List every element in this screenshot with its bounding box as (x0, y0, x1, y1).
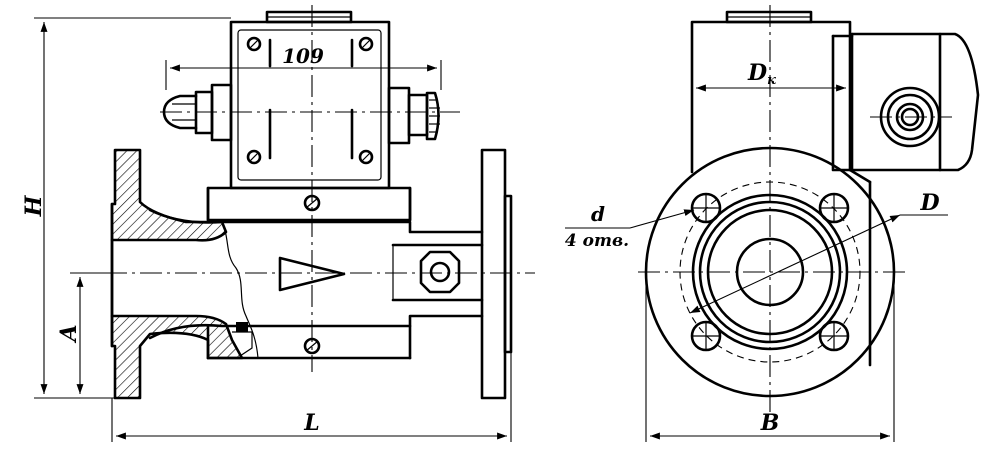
dimension-109 (165, 60, 442, 90)
dimension-label-big-d: D (919, 190, 939, 216)
dimension-d-diameter (689, 214, 948, 314)
dimension-label-l: L (303, 410, 319, 436)
dimension-label-109: 109 (282, 44, 324, 68)
left-flange-section (110, 148, 244, 400)
side-junction-box (690, 10, 872, 184)
side-connector (831, 32, 980, 172)
dimension-l (111, 352, 512, 442)
dimension-a (72, 272, 112, 394)
bolt-hole-icon (818, 320, 850, 352)
screw-icon (358, 36, 374, 52)
holes-count-label: 4 отв. (565, 231, 629, 251)
side-view: Dк D d 4 отв. B (565, 5, 980, 442)
screw-icon (246, 149, 262, 165)
screw-icon (358, 149, 374, 165)
hole-leader (565, 209, 695, 229)
dimension-label-dk: Dк (747, 60, 776, 88)
front-view: H A L 109 (21, 5, 535, 442)
dimension-b (645, 272, 895, 442)
upper-body (206, 186, 412, 222)
gasket-detail (232, 322, 253, 357)
right-cable-gland (387, 86, 440, 145)
section-break-line (221, 221, 259, 359)
bolt-hole-icon (690, 192, 722, 224)
right-flange (480, 148, 513, 400)
dimension-label-b: B (760, 410, 780, 436)
dimension-label-h: H (21, 194, 47, 217)
plug-nut-icon (419, 250, 461, 294)
dimension-label-small-d: d (591, 202, 605, 226)
screw-icon (246, 36, 262, 52)
dimension-label-a: A (56, 324, 82, 343)
dimension-h (34, 17, 231, 399)
bolt-hole-icon (690, 320, 722, 352)
bolt-hole-icon (818, 192, 850, 224)
